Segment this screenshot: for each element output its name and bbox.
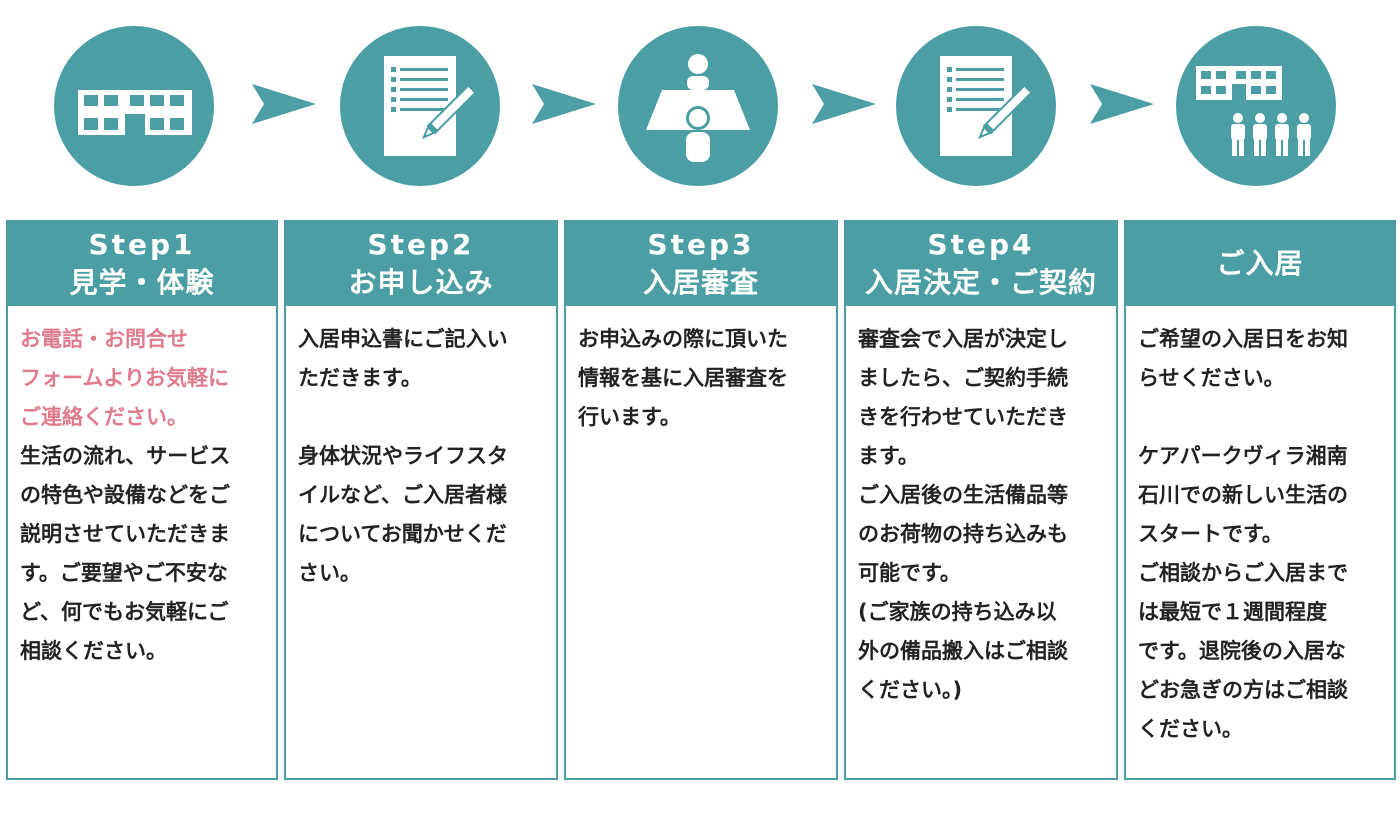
step-body-text: 生活の流れ、サービス の特色や設備などをご 説明させていただきま す。ご要望やご… [20, 444, 231, 663]
step-title: お申し込み [348, 266, 494, 299]
document-pen-icon [340, 26, 500, 186]
step-description: 審査会で入居が決定し ましたら、ご契約手続 きを行わせていただき ます。 ご入居… [846, 306, 1116, 710]
step-description: ご希望の入居日をお知 らせください。 ケアパークヴィラ湘南 石川での新しい生活の… [1126, 306, 1394, 749]
step-number: Step2 [367, 228, 475, 261]
step-body-text: お申込みの際に頂いた 情報を基に入居審査を 行います。 [578, 327, 788, 429]
arrow-right-icon [808, 82, 878, 126]
step-title: 見学・体験 [69, 266, 215, 299]
step-header: Step3 入居審査 [566, 222, 836, 306]
step-description: お申込みの際に頂いた 情報を基に入居審査を 行います。 [566, 306, 836, 437]
arrow-right-icon [528, 82, 598, 126]
step-header: Step1 見学・体験 [8, 222, 276, 306]
arrow-right-icon [248, 82, 318, 126]
consultation-icon [618, 26, 778, 186]
step-title: ご入居 [1216, 247, 1304, 280]
step-card: Step1 見学・体験 お電話・お問合せ フォームよりお気軽に ご連絡ください。… [6, 220, 278, 780]
step-body-text: ご希望の入居日をお知 らせください。 ケアパークヴィラ湘南 石川での新しい生活の… [1138, 327, 1348, 741]
step-contact-highlight: お電話・お問合せ フォームよりお気軽に ご連絡ください。 [20, 327, 229, 429]
step-header: Step4 入居決定・ご契約 [846, 222, 1116, 306]
step-header: ご入居 [1126, 222, 1394, 306]
step-description: 入居申込書にご記入い ただきます。 身体状況やライフスタ イルなど、ご入居者様 … [286, 306, 556, 593]
arrow-right-icon [1086, 82, 1156, 126]
step-card: ご入居 ご希望の入居日をお知 らせください。 ケアパークヴィラ湘南 石川での新し… [1124, 220, 1396, 780]
step-number: Step3 [647, 228, 755, 261]
step-body-text: 審査会で入居が決定し ましたら、ご契約手続 きを行わせていただき ます。 ご入居… [858, 327, 1068, 702]
step-body-text: 入居申込書にご記入い ただきます。 身体状況やライフスタ イルなど、ご入居者様 … [298, 327, 508, 585]
step-title: 入居審査 [642, 266, 759, 299]
step-header: Step2 お申し込み [286, 222, 556, 306]
document-pen-icon [896, 26, 1056, 186]
building-people-icon [1176, 26, 1336, 186]
step-number: Step4 [927, 228, 1035, 261]
building-icon [54, 26, 214, 186]
step-title: 入居決定・ご契約 [864, 266, 1097, 299]
step-number: Step1 [88, 228, 196, 261]
step-card: Step3 入居審査 お申込みの際に頂いた 情報を基に入居審査を 行います。 [564, 220, 838, 780]
step-description: お電話・お問合せ フォームよりお気軽に ご連絡ください。生活の流れ、サービス の… [8, 306, 276, 671]
step-card: Step4 入居決定・ご契約 審査会で入居が決定し ましたら、ご契約手続 きを行… [844, 220, 1118, 780]
step-card: Step2 お申し込み 入居申込書にご記入い ただきます。 身体状況やライフスタ… [284, 220, 558, 780]
